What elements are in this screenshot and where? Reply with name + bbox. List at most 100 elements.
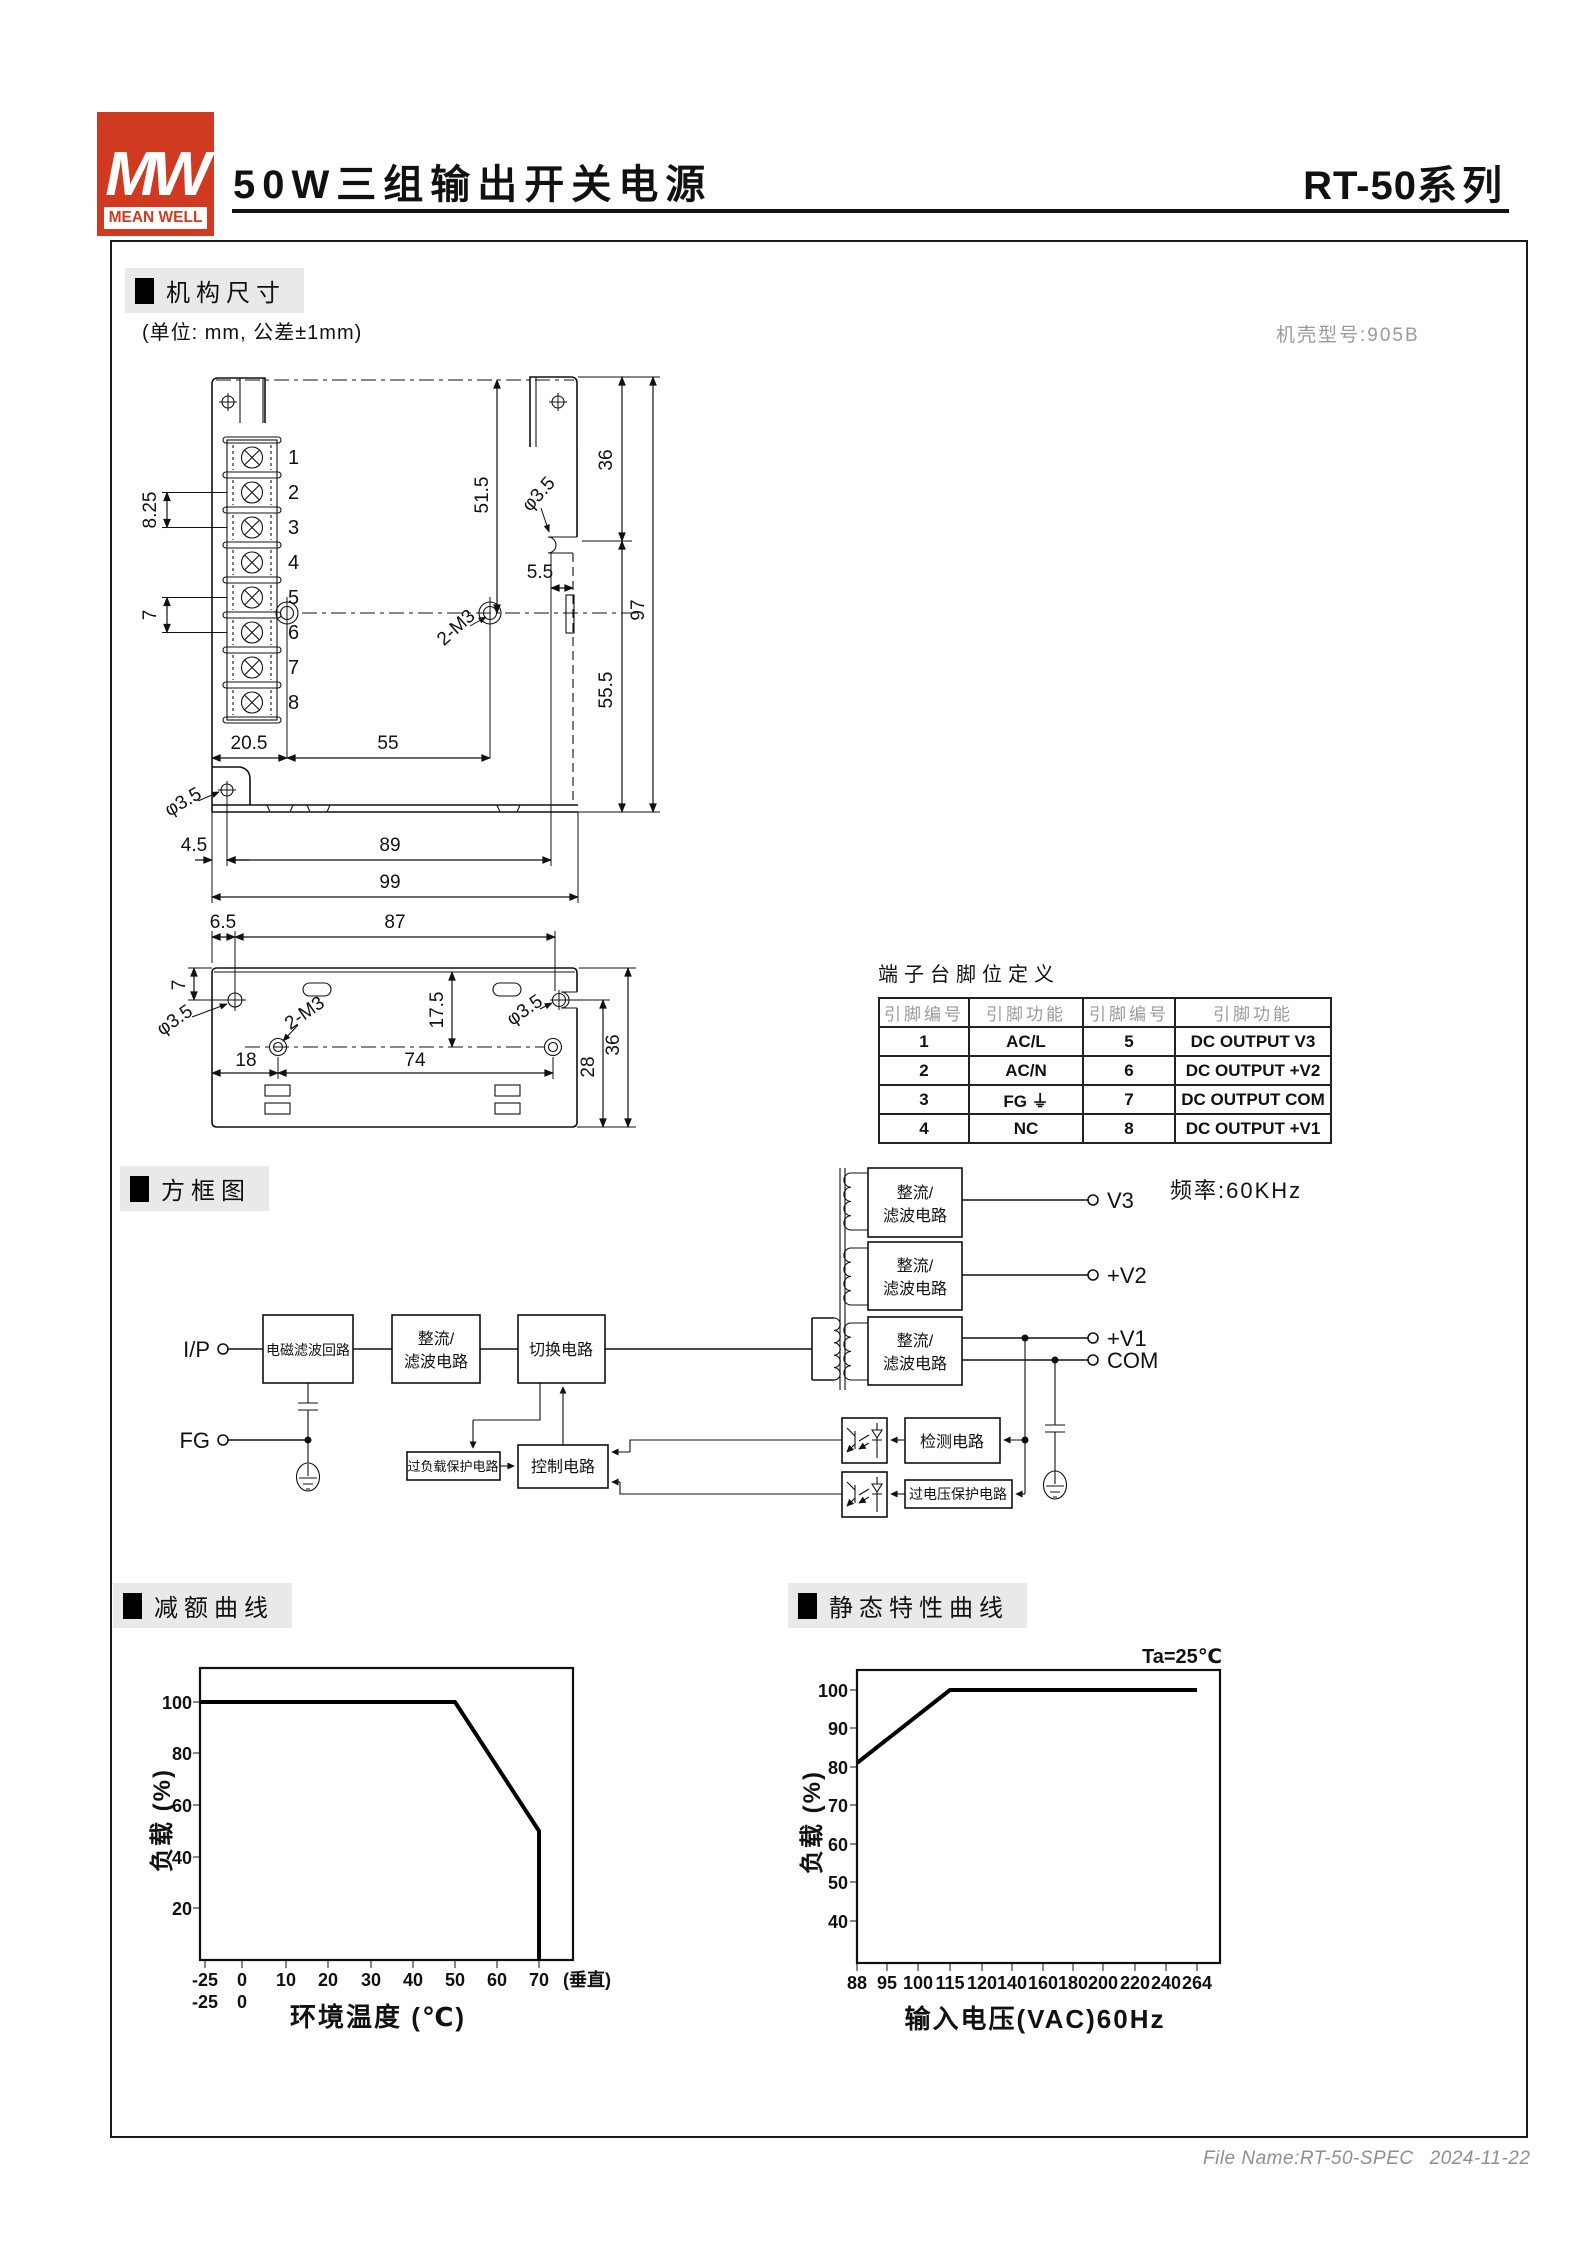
footer-date: 2024-11-22 xyxy=(1429,2148,1531,2169)
col-header-func: 引脚功能 xyxy=(1174,997,1332,1028)
x-tick: 120 xyxy=(967,1973,997,1993)
annotation-ta: Ta=25℃ xyxy=(1142,1646,1222,1668)
x-note: (垂直) xyxy=(563,1969,611,1990)
x-tick: -25 xyxy=(192,1970,218,1990)
block-label-detect: 检测电路 xyxy=(920,1433,984,1451)
footer-file-name: File Name:RT-50-SPEC xyxy=(1203,2148,1414,2169)
table-row: 3 FG ⏚ 7 DC OUTPUT COM xyxy=(878,1084,1332,1115)
footer: File Name:RT-50-SPEC 2024-11-22 xyxy=(1203,2148,1546,2170)
x-tick: 60 xyxy=(487,1970,507,1990)
block-label-rectifier: 整流/ xyxy=(418,1330,455,1348)
logo-brand-text: MEAN WELL xyxy=(104,207,207,229)
dim-label: 7 xyxy=(140,610,161,621)
optocoupler-icon xyxy=(847,1423,882,1458)
x-tick: 95 xyxy=(877,1973,897,1993)
x-tick: 200 xyxy=(1088,1973,1118,1993)
table-row: 1 AC/L 5 DC OUTPUT V3 xyxy=(878,1026,1332,1057)
x-tick: 240 xyxy=(1151,1973,1181,1993)
dim-label: 97 xyxy=(628,599,649,620)
terminal-number: 4 xyxy=(288,552,299,574)
dim-label: φ3.5 xyxy=(503,991,547,1030)
y-tick: 80 xyxy=(172,1744,192,1764)
pin-cell: DC OUTPUT +V2 xyxy=(1174,1055,1332,1086)
section-marker-icon xyxy=(798,1592,817,1619)
pin-cell: 4 xyxy=(878,1113,970,1144)
x-axis-label: 输入电压(VAC)60Hz xyxy=(905,2004,1166,2034)
block-label-rectifier: 整流/ xyxy=(897,1332,934,1350)
top-view-outline xyxy=(211,376,578,813)
section-static-curve-header: 静态特性曲线 xyxy=(788,1583,1027,1628)
dim-label: 7 xyxy=(169,980,190,991)
x-tick: 220 xyxy=(1120,1973,1150,1993)
block-label-rectifier: 滤波电路 xyxy=(883,1355,947,1373)
dim-label: 89 xyxy=(379,835,400,856)
section-mechanical-title: 机构尺寸 xyxy=(166,280,286,307)
terminal-number: 6 xyxy=(288,622,299,644)
terminal-number: 5 xyxy=(288,587,299,609)
dim-label: 55.5 xyxy=(596,672,617,709)
y-tick: 70 xyxy=(828,1796,848,1816)
series-suffix: 系列 xyxy=(1417,164,1507,208)
diagram-blocks: 电磁滤波回路 整流/ 滤波电路 切换电路 整流/ 滤波电路 整流/ 滤波电路 整… xyxy=(262,1167,1013,1518)
side-view-outline xyxy=(211,967,590,1128)
output-label: COM xyxy=(1107,1348,1158,1373)
x-tick-row2: -25 xyxy=(192,1992,218,2012)
static-curve xyxy=(855,1688,1197,1765)
dim-label: 74 xyxy=(404,1050,426,1071)
dim-label: 18 xyxy=(235,1050,256,1071)
x-tick: 70 xyxy=(529,1970,549,1990)
pin-cell: DC OUTPUT COM xyxy=(1174,1084,1332,1115)
terminal-block: 1 2 3 4 5 6 7 8 xyxy=(222,436,299,724)
section-static-curve-title: 静态特性曲线 xyxy=(829,1595,1009,1622)
plot-area xyxy=(855,1668,1222,1965)
series-title: RT-50系列 xyxy=(1303,153,1507,211)
axis-ticks xyxy=(193,1701,540,1968)
x-tick: 264 xyxy=(1182,1973,1212,1993)
x-axis-label: 环境温度 (℃) xyxy=(290,2002,466,2032)
section-block-diagram-title: 方框图 xyxy=(161,1178,251,1205)
y-tick: 20 xyxy=(172,1899,192,1919)
dim-label: 20.5 xyxy=(231,733,268,754)
section-block-diagram-header: 方框图 xyxy=(120,1166,269,1211)
pin-cell: DC OUTPUT +V1 xyxy=(1174,1113,1332,1144)
block-label-rectifier: 滤波电路 xyxy=(883,1207,947,1225)
x-tick: 160 xyxy=(1028,1973,1058,1993)
pin-cell: 5 xyxy=(1082,1026,1176,1057)
dim-label: φ3.5 xyxy=(518,473,560,516)
pin-table-title: 端子台脚位定义 xyxy=(878,964,1060,986)
derating-curve-chart: 100 80 60 40 20 -25 0 10 20 30 40 50 60 … xyxy=(149,1666,611,2032)
title-underline xyxy=(232,209,1509,213)
terminal-number: 7 xyxy=(288,657,299,679)
section-marker-icon xyxy=(130,1175,149,1202)
plot-area xyxy=(198,1666,575,1962)
section-marker-icon xyxy=(123,1592,142,1619)
terminal-number: 3 xyxy=(288,517,299,539)
terminal-number: 8 xyxy=(288,692,299,714)
optocoupler-icon xyxy=(847,1477,882,1512)
static-curve-chart: Ta=25℃ 100 90 80 70 60 50 40 88 95 100 1… xyxy=(799,1646,1222,2034)
col-header-pin: 引脚编号 xyxy=(1082,997,1176,1028)
y-tick: 60 xyxy=(828,1835,848,1855)
meanwell-logo: MW MEAN WELL xyxy=(97,112,214,236)
dim-label: 2-M3 xyxy=(433,606,479,651)
x-tick: 100 xyxy=(903,1973,933,1993)
dim-label: 28 xyxy=(578,1056,599,1077)
pin-cell: NC xyxy=(968,1113,1084,1144)
dim-label: φ3.5 xyxy=(161,783,205,821)
x-tick: 88 xyxy=(847,1973,867,1993)
pin-cell: 2 xyxy=(878,1055,970,1086)
series-code: RT-50 xyxy=(1303,164,1417,208)
mechanical-top-view-drawing: 1 2 3 4 5 6 7 8 8.25 7 xyxy=(140,376,660,903)
dim-label: 8.25 xyxy=(140,492,161,529)
block-label-rectifier: 滤波电路 xyxy=(404,1353,468,1371)
pin-cell: 3 xyxy=(878,1084,970,1115)
x-tick: 115 xyxy=(935,1973,964,1993)
mechanical-side-view-drawing: 6.5 87 7 φ3.5 2-M3 17.5 φ3.5 18 74 xyxy=(153,912,636,1128)
y-tick: 90 xyxy=(828,1719,848,1739)
terminal-screws xyxy=(232,445,272,715)
terminal-number: 1 xyxy=(288,447,299,469)
fg-terminal-label: FG xyxy=(179,1428,210,1453)
output-label: +V2 xyxy=(1107,1263,1147,1288)
block-label-rectifier: 整流/ xyxy=(897,1184,934,1202)
